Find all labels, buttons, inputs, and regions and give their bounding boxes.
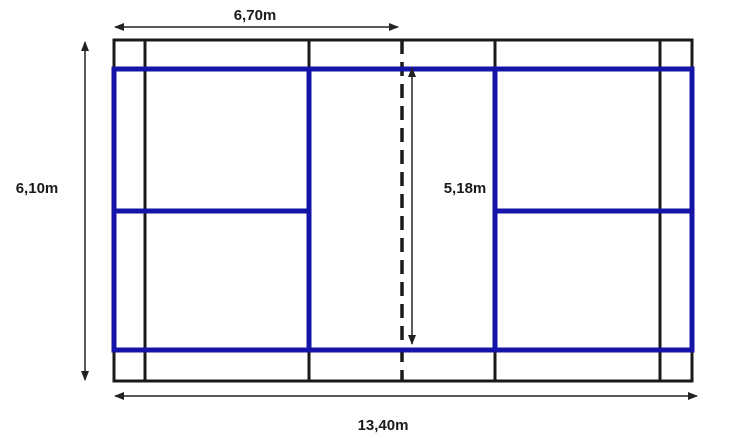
length-label: 13,40m bbox=[358, 417, 409, 434]
singles-width-label: 5,18m bbox=[444, 180, 487, 197]
width-label: 6,10m bbox=[16, 180, 59, 197]
half-length-label: 6,70m bbox=[234, 7, 277, 24]
singles-court-lines bbox=[111, 66, 695, 353]
